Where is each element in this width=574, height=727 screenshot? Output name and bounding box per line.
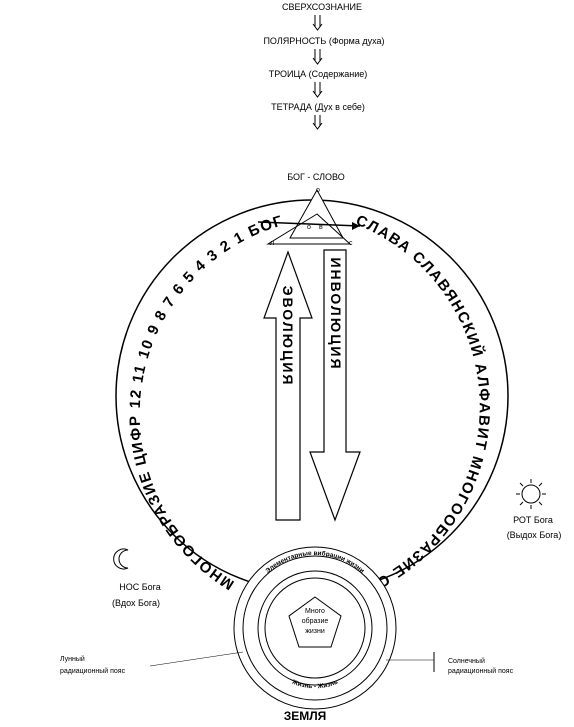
- triangle-letter-center-right: в: [319, 224, 323, 231]
- svg-text:ИНВОЛЮЦИЯ: ИНВОЛЮЦИЯ: [328, 257, 344, 370]
- hierarchy-item-1: ПОЛЯРНОСТЬ (Форма духа): [263, 36, 384, 46]
- hierarchy-item-3: ТЕТРАДА (Дух в себе): [271, 102, 365, 112]
- moon-label-line2: (Вдох Бога): [112, 598, 160, 608]
- sun-label-line2: (Выдох Бога): [507, 530, 562, 540]
- double-arrow-icon: [312, 15, 323, 31]
- hierarchy-item-2: ТРОИЦА (Содержание): [269, 69, 368, 79]
- svg-text:ЭВОЛЮЦИЯ: ЭВОЛЮЦИЯ: [280, 286, 296, 387]
- solar-belt-line2: радиационный пояс: [448, 667, 514, 675]
- triangle-letter-right: с: [349, 240, 353, 247]
- triangle-letter-center-left: о: [307, 224, 311, 231]
- double-arrow-icon: [312, 49, 323, 65]
- triangle-letter-top: о: [316, 187, 320, 194]
- solar-belt-line1: Солнечный: [448, 657, 485, 665]
- double-arrow-icon: [312, 115, 323, 130]
- moon-label-line1: НОС Бога: [119, 582, 161, 592]
- top-label: БОГ - СЛОВО: [287, 172, 345, 182]
- moon-icon: [113, 548, 129, 570]
- lunar-belt-line2: радиационный пояс: [60, 667, 126, 675]
- earth-center-line1: Много: [305, 608, 325, 615]
- involution-label: ИНВОЛЮЦИЯ: [328, 257, 344, 370]
- lunar-belt-line1: Лунный: [60, 655, 85, 663]
- ring-right-text: СЛАВА СЛАВЯНСКИЙ АЛФАВИТ МНОГООБРАЗИЕ СЛ…: [0, 0, 491, 591]
- evolution-label: ЭВОЛЮЦИЯ: [280, 286, 296, 387]
- lunar-belt-leader: [149, 651, 244, 667]
- sun-icon: [516, 479, 546, 509]
- involution-arrow: [309, 249, 361, 522]
- sun-label-line1: РОТ Бога: [513, 515, 553, 525]
- earth-center-line2: образие: [302, 617, 329, 625]
- earth-label: ЗЕМЛЯ: [284, 709, 327, 723]
- evolution-arrow: [263, 250, 313, 521]
- pentagon-symbol: [288, 596, 342, 648]
- double-arrow-icon: [312, 82, 323, 98]
- earth-center-line3: жизни: [305, 628, 325, 635]
- triangle-letter-left: л: [270, 240, 274, 247]
- triangle-symbol: [257, 188, 361, 245]
- hierarchy-item-0: СВЕРХСОЗНАНИЕ: [282, 2, 362, 12]
